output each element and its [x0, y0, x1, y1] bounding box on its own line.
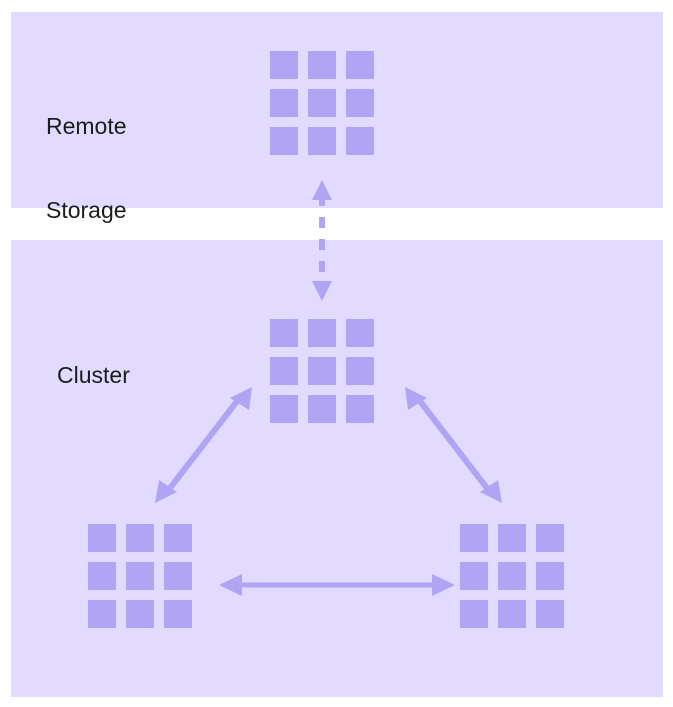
- node-cell: [270, 51, 298, 79]
- node-cell: [308, 51, 336, 79]
- node-cell: [270, 319, 298, 347]
- node-cell: [498, 600, 526, 628]
- node-grid-remote-storage: [270, 51, 374, 155]
- node-cell: [270, 395, 298, 423]
- node-cell: [536, 562, 564, 590]
- node-cell: [308, 127, 336, 155]
- node-grid-cluster-left: [88, 524, 192, 628]
- node-cell: [164, 562, 192, 590]
- node-cell: [308, 395, 336, 423]
- node-grid-cluster-top: [270, 319, 374, 423]
- panel-label-cluster: Cluster: [57, 305, 130, 445]
- node-cell: [126, 524, 154, 552]
- node-cell: [126, 600, 154, 628]
- node-grid-cluster-right: [460, 524, 564, 628]
- panel-remote-storage: [11, 12, 663, 208]
- node-cell: [498, 562, 526, 590]
- node-cell: [270, 89, 298, 117]
- node-cell: [164, 524, 192, 552]
- node-cell: [536, 600, 564, 628]
- panel-label-cluster-line-1: Cluster: [57, 362, 130, 388]
- node-cell: [88, 600, 116, 628]
- node-cell: [536, 524, 564, 552]
- node-cell: [346, 127, 374, 155]
- node-cell: [346, 395, 374, 423]
- node-cell: [126, 562, 154, 590]
- node-cell: [308, 89, 336, 117]
- node-cell: [346, 357, 374, 385]
- panel-label-remote-storage-line-1: Remote: [46, 113, 127, 139]
- node-cell: [346, 51, 374, 79]
- node-cell: [270, 357, 298, 385]
- node-cell: [88, 562, 116, 590]
- panel-label-remote-storage-line-2: Storage: [46, 197, 127, 223]
- node-cell: [308, 357, 336, 385]
- node-cell: [498, 524, 526, 552]
- node-cell: [164, 600, 192, 628]
- node-cell: [460, 600, 488, 628]
- node-cell: [460, 524, 488, 552]
- panel-label-remote-storage: Remote Storage: [46, 56, 127, 280]
- node-cell: [346, 319, 374, 347]
- node-cell: [270, 127, 298, 155]
- node-cell: [460, 562, 488, 590]
- node-cell: [88, 524, 116, 552]
- node-cell: [308, 319, 336, 347]
- node-cell: [346, 89, 374, 117]
